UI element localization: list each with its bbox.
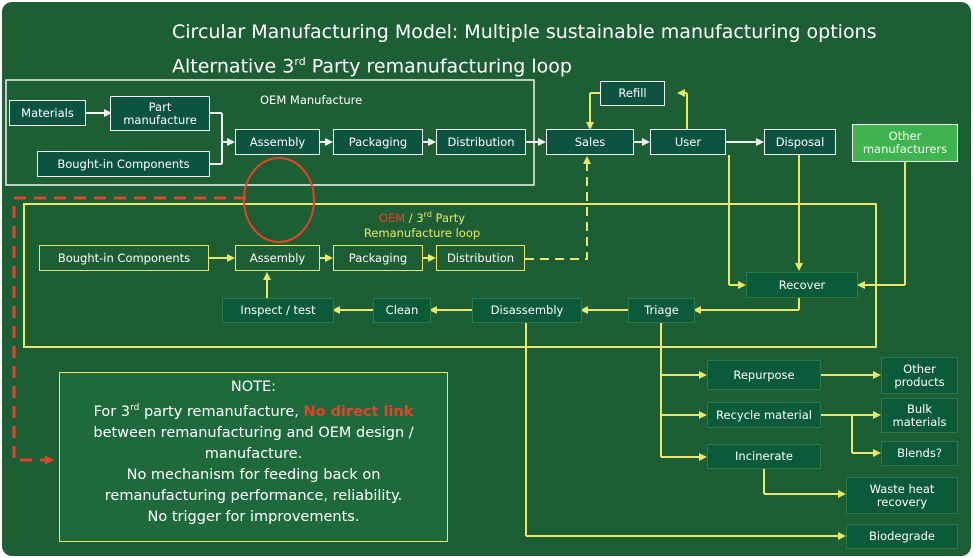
node-repurpose: Repurpose bbox=[707, 360, 821, 390]
node-distribution-oem: Distribution bbox=[436, 129, 526, 155]
note-line-4: No mechanism for feeding back on bbox=[126, 466, 381, 483]
oem-manufacture-label: OEM Manufacture bbox=[260, 93, 363, 107]
remanufacture-loop-frame bbox=[23, 203, 877, 348]
node-packaging-oem: Packaging bbox=[333, 129, 423, 155]
node-part-manufacture: Part manufacture bbox=[110, 96, 210, 131]
note-line-1: For 3rd party remanufacture, No direct l… bbox=[93, 403, 414, 420]
node-biodegrade: Biodegrade bbox=[846, 524, 958, 549]
note-line-5: remanufacturing performance, reliability… bbox=[104, 487, 403, 504]
node-bought-in-components-oem: Bought-in Components bbox=[37, 151, 210, 177]
node-sales: Sales bbox=[546, 129, 634, 155]
node-incinerate: Incinerate bbox=[707, 444, 821, 469]
note-heading: NOTE: bbox=[230, 379, 277, 395]
node-disassembly: Disassembly bbox=[472, 298, 582, 323]
node-other-products: Other products bbox=[881, 357, 958, 394]
node-bought-in-components-reman: Bought-in Components bbox=[39, 245, 209, 271]
title-line-1: Circular Manufacturing Model: Multiple s… bbox=[172, 21, 877, 43]
node-inspect-test: Inspect / test bbox=[222, 298, 334, 323]
title-line-2: Alternative 3rd Party remanufacturing lo… bbox=[172, 55, 572, 78]
node-blends: Blends? bbox=[881, 441, 958, 466]
node-user: User bbox=[650, 129, 726, 155]
node-refill: Refill bbox=[600, 81, 665, 106]
node-assembly-reman: Assembly bbox=[235, 245, 320, 271]
note-line-3: manufacture. bbox=[204, 445, 303, 462]
note-line-2: between remanufacturing and OEM design / bbox=[93, 424, 414, 441]
node-disposal: Disposal bbox=[764, 129, 836, 155]
no-link-ellipse bbox=[243, 157, 315, 243]
no-link-dashed-path bbox=[12, 196, 246, 465]
node-materials: Materials bbox=[9, 100, 86, 126]
node-distribution-reman: Distribution bbox=[436, 245, 525, 271]
node-other-manufacturers: Other manufacturers bbox=[852, 124, 958, 162]
remanufacture-loop-label: OEM / 3rd Party Remanufacture loop bbox=[363, 210, 481, 240]
node-clean: Clean bbox=[373, 298, 431, 323]
node-packaging-reman: Packaging bbox=[333, 245, 423, 271]
node-triage: Triage bbox=[628, 298, 695, 323]
note-box: NOTE: For 3rd party remanufacture, No di… bbox=[59, 372, 448, 542]
oem-manufacture-frame bbox=[5, 79, 535, 186]
node-recover: Recover bbox=[746, 272, 858, 298]
node-assembly-oem: Assembly bbox=[235, 129, 320, 155]
node-waste-heat-recovery: Waste heat recovery bbox=[846, 477, 958, 514]
node-recycle-material: Recycle material bbox=[707, 402, 821, 428]
note-line-6: No trigger for improvements. bbox=[147, 508, 360, 525]
node-bulk-materials: Bulk materials bbox=[881, 398, 958, 433]
